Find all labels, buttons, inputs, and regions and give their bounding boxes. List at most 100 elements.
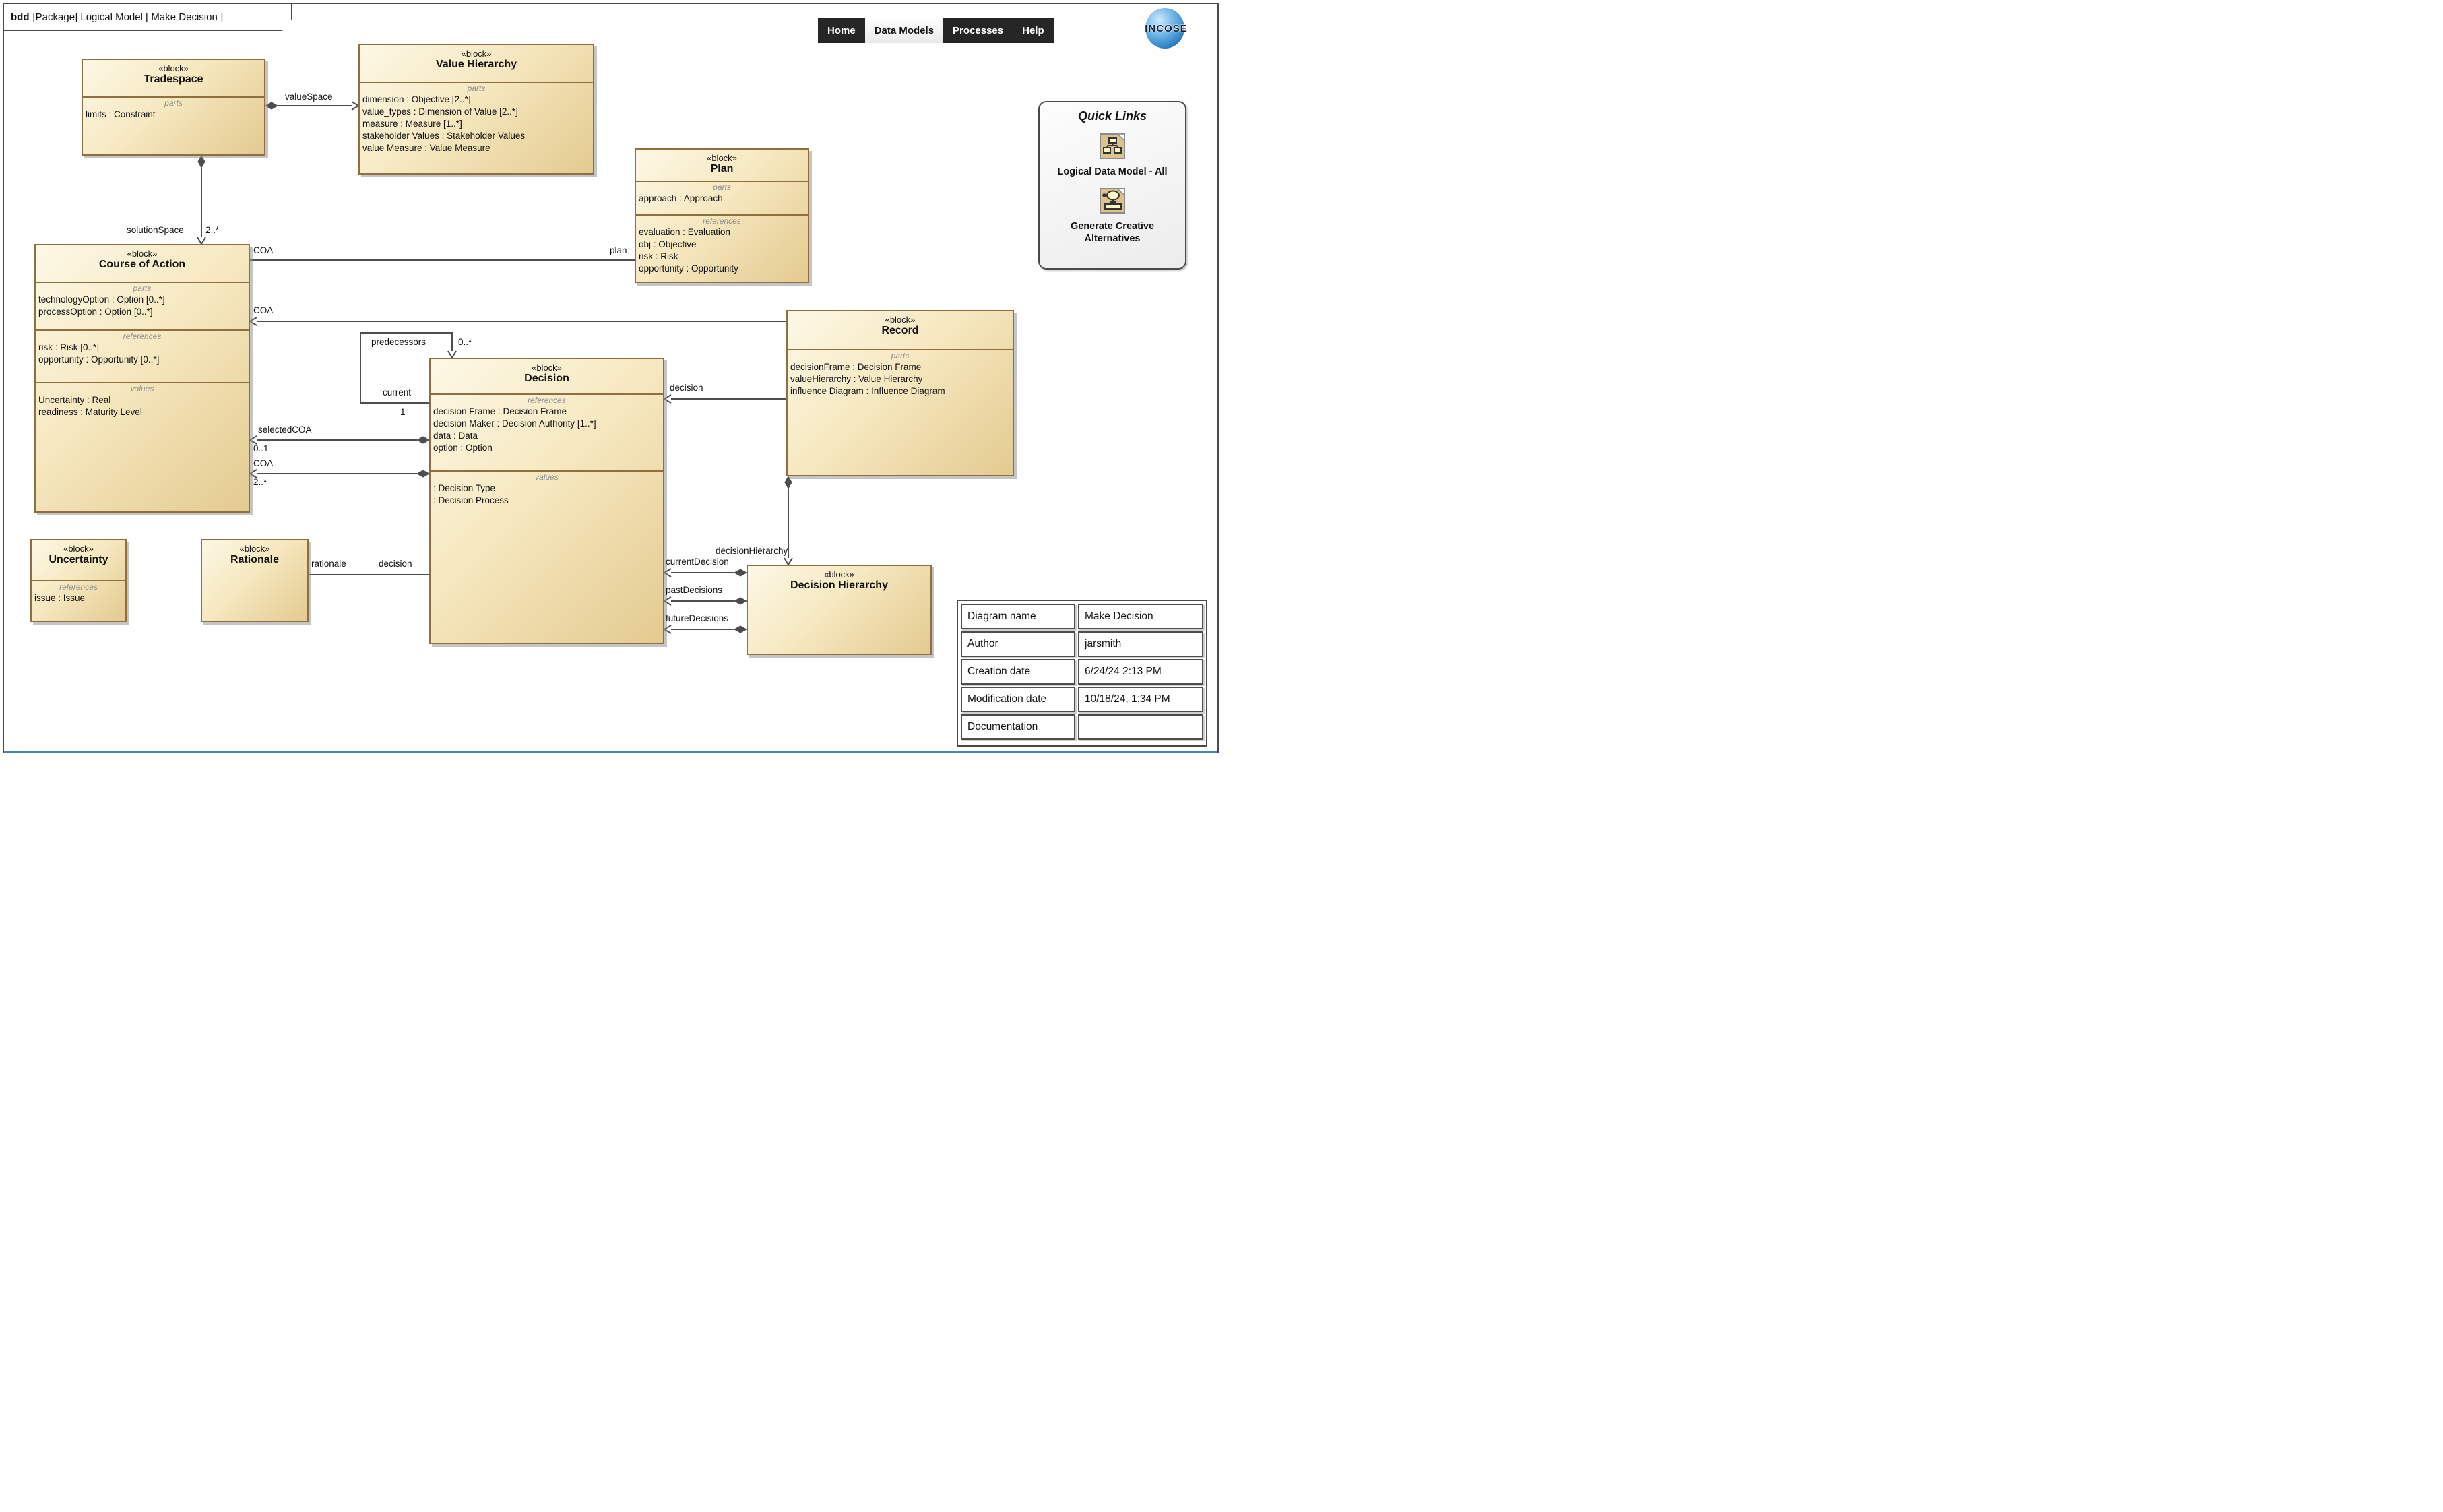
attribute: processOption : Option [0..*] — [38, 307, 153, 317]
main-nav: Home Data Models Processes Help — [818, 18, 1054, 43]
stereotype: «block» — [239, 544, 270, 554]
compartment-label: parts — [133, 284, 152, 293]
block-name: Value Hierarchy — [435, 59, 517, 70]
attribute: obj : Objective — [639, 239, 697, 249]
attribute: limits : Constraint — [86, 109, 156, 119]
block-tradespace[interactable]: «block» Tradespace parts limits : Constr… — [82, 59, 265, 156]
edge-label-currentdecision: currentDecision — [666, 557, 729, 567]
block-uncertainty[interactable]: «block» Uncertainty references issue : I… — [30, 539, 127, 622]
block-record[interactable]: «block» Record parts decisionFrame : Dec… — [786, 310, 1014, 476]
quick-link-label: Generate Creative Alternatives — [1070, 221, 1155, 244]
stereotype: «block» — [824, 569, 854, 579]
attribute: evaluation : Evaluation — [639, 227, 730, 237]
block-name: Course of Action — [98, 259, 186, 270]
edge-mult-selectedcoa: 0..1 — [253, 443, 269, 453]
stereotype: «block» — [63, 544, 94, 554]
block-name: Uncertainty — [49, 554, 108, 565]
edge-label-pastdecisions: pastDecisions — [666, 585, 723, 595]
block-plan[interactable]: «block» Plan parts approach : Approach r… — [635, 148, 809, 283]
nav-item-data-models[interactable]: Data Models — [864, 18, 944, 43]
attribute: approach : Approach — [639, 193, 723, 203]
table-row: Modification date 10/18/24, 1:34 PM — [961, 687, 1203, 712]
block-rationale[interactable]: «block» Rationale — [201, 539, 309, 622]
edge-mult-solutionspace: 2..* — [205, 225, 220, 235]
edge-record-decision — [663, 394, 786, 404]
edge-mult-current: 1 — [400, 407, 406, 417]
stereotype: «block» — [127, 249, 158, 259]
block-course-of-action[interactable]: «block» Course of Action parts technolog… — [34, 244, 250, 513]
globe-icon — [1145, 8, 1184, 49]
table-row: Creation date 6/24/24 2:13 PM — [961, 659, 1203, 685]
attribute: opportunity : Opportunity [0..*] — [38, 354, 160, 365]
edge-solutionspace — [197, 154, 206, 245]
attribute: valueHierarchy : Value Hierarchy — [790, 374, 923, 384]
edge-label-solutionspace: solutionSpace — [127, 225, 184, 235]
attribute: data : Data — [433, 431, 478, 441]
attribute: technologyOption : Option [0..*] — [38, 294, 165, 305]
attribute: option : Option — [433, 443, 493, 453]
nav-item-processes[interactable]: Processes — [953, 24, 1004, 36]
edge-mult-coa-decision: 2..* — [253, 477, 267, 487]
attribute: : Decision Type — [433, 483, 496, 493]
compartment-label: parts — [891, 351, 910, 360]
quick-links-panel: Quick Links Logical Data Model - All — [1038, 101, 1186, 270]
bottom-accent-bar — [4, 751, 1217, 753]
block-value-hierarchy[interactable]: «block» Value Hierarchy parts dimension … — [358, 44, 594, 175]
attribute: Uncertainty : Real — [38, 395, 111, 405]
edge-selectedcoa — [249, 435, 431, 445]
edge-pastdecisions — [663, 596, 748, 606]
edge-label-current: current — [383, 387, 412, 398]
info-label: Creation date — [961, 659, 1075, 685]
compartment-label: values — [130, 384, 154, 393]
edge-coa-decision — [249, 469, 431, 478]
compartment-label: values — [535, 472, 559, 482]
diagram-info-table: Diagram name Make Decision Author jarsmi… — [957, 600, 1207, 747]
info-value: 10/18/24, 1:34 PM — [1078, 687, 1203, 712]
quick-link-label: Logical Data Model - All — [1057, 166, 1168, 177]
diagram-kind: bdd — [11, 11, 30, 23]
edge-mult-predecessors: 0..* — [458, 337, 472, 347]
nav-item-home[interactable]: Home — [827, 24, 856, 36]
edge-valuespace — [264, 101, 360, 111]
incose-logo: INCOSE — [1136, 8, 1197, 50]
table-row: Author jarsmith — [961, 631, 1203, 657]
block-name: Decision Hierarchy — [790, 579, 888, 591]
attribute: decision Maker : Decision Authority [1..… — [433, 418, 596, 429]
info-value: Make Decision — [1078, 604, 1203, 629]
compartment-label: parts — [467, 84, 486, 93]
activity-diagram-icon — [1099, 187, 1126, 218]
attribute: dimension : Objective [2..*] — [362, 94, 471, 104]
nav-item-help[interactable]: Help — [1022, 24, 1044, 36]
edge-label-futuredecisions: futureDecisions — [666, 613, 729, 623]
attribute: : Decision Process — [433, 495, 509, 505]
attribute: decision Frame : Decision Frame — [433, 406, 567, 416]
quick-link-generate-alternatives[interactable]: Generate Creative Alternatives — [1055, 187, 1170, 245]
attribute: stakeholder Values : Stakeholder Values — [362, 131, 526, 141]
edge-label-decision-record: decision — [670, 383, 703, 393]
edge-futuredecisions — [663, 625, 748, 634]
info-label: Documentation — [961, 714, 1075, 740]
compartment-label: parts — [713, 183, 731, 192]
info-value: 6/24/24 2:13 PM — [1078, 659, 1203, 685]
info-label: Author — [961, 631, 1075, 657]
block-name: Rationale — [230, 554, 279, 565]
edge-label-selectedcoa: selectedCOA — [258, 424, 312, 435]
diagram-title: [Package] Logical Model [ Make Decision … — [32, 11, 224, 23]
edge-label-coa: COA — [253, 245, 274, 255]
stereotype: «block» — [885, 315, 916, 325]
stereotype: «block» — [707, 153, 737, 163]
attribute: readiness : Maturity Level — [38, 407, 142, 417]
block-decision[interactable]: «block» Decision references decision Fra… — [429, 358, 664, 644]
edge-label-decisionhierarchy: decisionHierarchy — [716, 546, 788, 556]
quick-links-title: Quick Links — [1077, 109, 1147, 123]
block-decision-hierarchy[interactable]: «block» Decision Hierarchy — [747, 565, 932, 655]
incose-logo-text: INCOSE — [1145, 23, 1188, 34]
attribute: decisionFrame : Decision Frame — [790, 362, 922, 372]
compartment-label: references — [59, 582, 98, 592]
quick-link-logical-data-model[interactable]: Logical Data Model - All — [1055, 133, 1170, 178]
info-label: Modification date — [961, 687, 1075, 712]
block-name: Decision — [524, 373, 569, 384]
attribute: risk : Risk — [639, 251, 678, 261]
bdd-diagram-icon — [1099, 133, 1126, 163]
edge-currentdecision — [663, 568, 748, 577]
